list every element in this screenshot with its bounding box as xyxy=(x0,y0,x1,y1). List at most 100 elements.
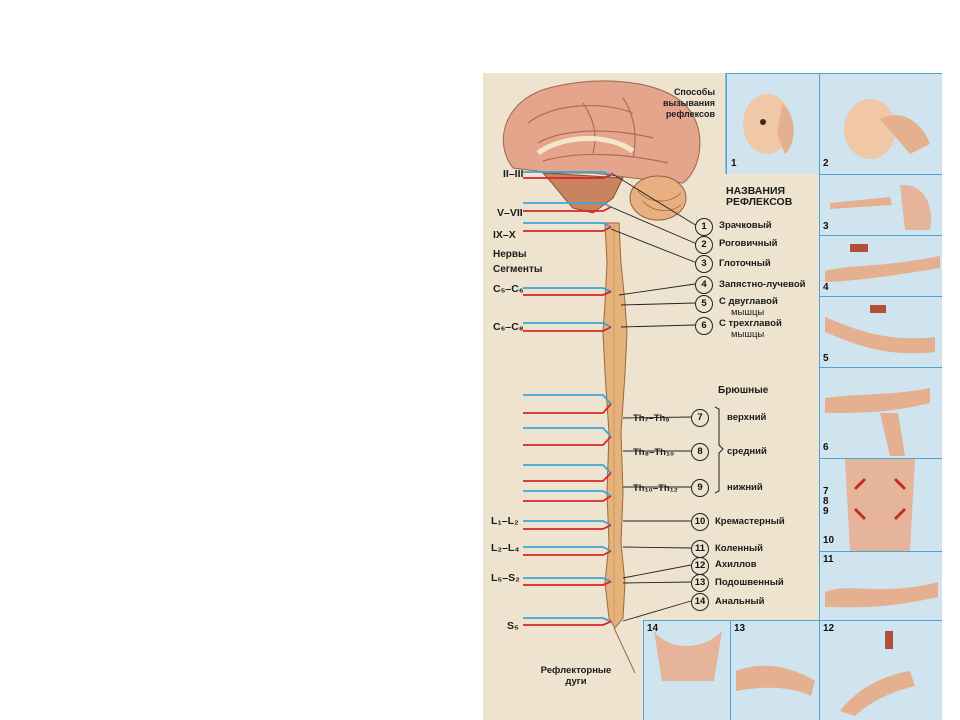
reflex-number: 10 xyxy=(691,513,709,531)
pointer-line xyxy=(610,172,698,227)
efferent-line xyxy=(523,524,612,530)
efferent-line xyxy=(523,206,612,212)
pointer-lines xyxy=(610,172,724,622)
segment-th10-th12: Th₁₀–Th₁₂ xyxy=(633,483,678,494)
efferent-line xyxy=(523,435,612,446)
efferent-line xyxy=(523,550,612,556)
reflex-number: 4 xyxy=(695,276,713,294)
reflex-name: Зрачковый xyxy=(719,220,772,231)
afferent-line xyxy=(523,202,612,208)
afferent-line xyxy=(523,546,612,552)
label-c6-c8: C₆–C₈ xyxy=(493,321,524,333)
afferent-line xyxy=(523,577,612,583)
abdominal-title: Брюшные xyxy=(718,385,769,396)
reflex-number: 3 xyxy=(695,255,713,273)
reflex-name: верхний xyxy=(727,412,767,423)
efferent-line xyxy=(523,290,612,296)
panel-number: 3 xyxy=(823,221,829,232)
panel-number: 4 xyxy=(823,282,829,293)
label-l5-s2: L₅–S₂ xyxy=(491,572,520,584)
reflex-name: С двуглавой xyxy=(719,296,778,307)
reflex-number: 8 xyxy=(691,443,709,461)
label-l1-l2: L₁–L₂ xyxy=(491,515,519,527)
reflex-number: 13 xyxy=(691,574,709,592)
photo-achilles: 12 xyxy=(819,620,942,720)
photo-triceps: 6 xyxy=(819,367,942,458)
panel-number: 13 xyxy=(734,623,746,634)
brain-illustration xyxy=(502,80,701,221)
afferent-line xyxy=(523,520,612,526)
pointer-line xyxy=(622,416,692,419)
afferent-line xyxy=(523,490,612,497)
afferent-line xyxy=(523,427,612,438)
panel-number: 14 xyxy=(647,623,659,634)
panel-number: 5 xyxy=(823,353,829,364)
efferent-line xyxy=(523,403,612,414)
pointer-line xyxy=(622,564,692,579)
reflex-number: 1 xyxy=(695,218,713,236)
reflex-number: 12 xyxy=(691,557,709,575)
reflex-arcs xyxy=(523,171,612,626)
panel-number: 1 xyxy=(731,158,737,169)
efferent-line xyxy=(523,326,612,332)
reflex-name: С трехглавой xyxy=(719,318,782,329)
pointer-line xyxy=(618,283,696,296)
reflex-name: Кремастерный xyxy=(715,516,785,527)
photo-pharyngeal: 3 xyxy=(819,174,942,235)
segment-th8-th10: Th₈–Th₁₀ xyxy=(633,447,675,458)
panel-number: 12 xyxy=(823,623,835,634)
pointer-line xyxy=(610,228,698,264)
reflex-number: 7 xyxy=(691,409,709,427)
reflex-number: 11 xyxy=(691,540,709,558)
pointer-line xyxy=(622,600,692,622)
reflex-name-cont: мышцы xyxy=(731,329,765,340)
panel-number: 11 xyxy=(823,554,834,565)
afferent-line xyxy=(523,322,612,328)
afferent-line xyxy=(523,464,612,474)
photo-knee: 11 xyxy=(819,551,942,620)
label-l2-l4: L₂–L₄ xyxy=(491,542,520,554)
reflex-name: Коленный xyxy=(715,543,763,554)
photo-plantar: 13 xyxy=(730,620,819,720)
panel-number: 10 xyxy=(823,535,835,546)
reflex-number: 14 xyxy=(691,593,709,611)
pointer-line xyxy=(620,324,696,328)
afferent-line xyxy=(523,222,612,228)
panel-number: 6 xyxy=(823,442,829,453)
panel-number: 2 xyxy=(823,158,829,169)
abdominal-brace xyxy=(714,406,724,494)
reflex-name: Роговичный xyxy=(719,238,778,249)
afferent-line xyxy=(523,394,612,405)
label-cranial-2-3: II–III xyxy=(503,168,524,180)
reflex-number: 5 xyxy=(695,295,713,313)
reflex-number: 6 xyxy=(695,317,713,335)
efferent-line xyxy=(523,620,612,626)
photo-corneal: 2 xyxy=(819,73,942,174)
nerves-label: Нервы xyxy=(493,249,527,260)
pointer-line xyxy=(620,302,696,306)
reflex-name: средний xyxy=(727,446,767,457)
reflex-name: Глоточный xyxy=(719,258,771,269)
reflex-number: 9 xyxy=(691,479,709,497)
efferent-line xyxy=(523,472,612,482)
photo-eye-exam: 1 xyxy=(726,73,819,174)
efferent-line xyxy=(523,495,612,502)
pointer-line xyxy=(622,581,692,584)
label-cranial-5-7: V–VII xyxy=(497,207,523,219)
efferent-line xyxy=(523,580,612,586)
reflex-name: Запястно-лучевой xyxy=(719,279,806,290)
label-s5: S₅ xyxy=(507,620,519,632)
label-cranial-9-10: IX–X xyxy=(493,229,516,241)
segment-th7-th9: Th₇–Th₉ xyxy=(633,413,670,424)
reflex-name: Подошвенный xyxy=(715,577,784,588)
efferent-line xyxy=(523,174,612,179)
reflex-name: Анальный xyxy=(715,596,765,607)
segments-label: Сегменты xyxy=(493,264,543,275)
afferent-line xyxy=(523,617,612,623)
